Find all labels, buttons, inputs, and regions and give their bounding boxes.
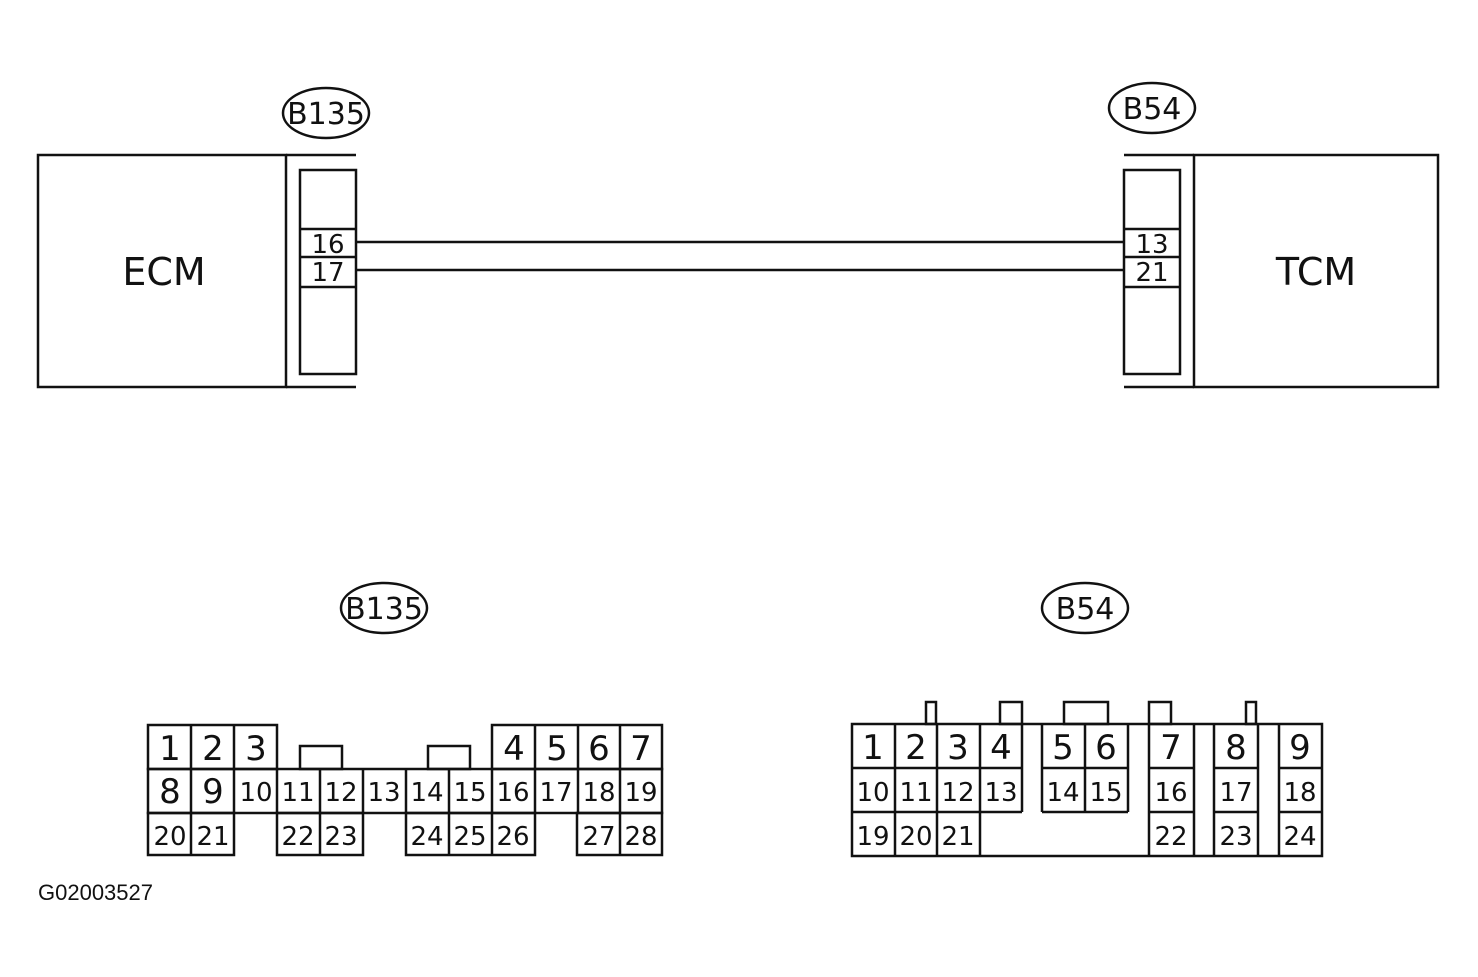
b135-pin: 6	[588, 729, 610, 769]
b135-pin: 2	[202, 729, 224, 769]
ecm-label: ECM	[122, 250, 205, 294]
b135-pin: 12	[324, 778, 357, 808]
b135-pin: 20	[153, 822, 186, 852]
b54-pin: 17	[1219, 778, 1252, 808]
b54-pin: 20	[899, 822, 932, 852]
b54-pin: 9	[1289, 728, 1311, 768]
b135-pin: 4	[503, 729, 525, 769]
connector-tag-b54-top	[1107, 81, 1197, 135]
connector-tag-b54-top-text: B54	[1123, 92, 1182, 127]
b54-pin: 21	[941, 822, 974, 852]
b135-pin: 28	[624, 822, 657, 852]
b135-pin: 23	[324, 822, 357, 852]
b54-pin: 4	[990, 728, 1012, 768]
b135-connector-face	[146, 723, 664, 857]
b135-pin: 21	[196, 822, 229, 852]
b54-pin: 15	[1089, 778, 1122, 808]
connector-tag-b135-face	[339, 581, 429, 635]
b135-pin: 11	[281, 778, 314, 808]
b135-pin: 7	[630, 729, 652, 769]
b135-pin: 1	[159, 729, 181, 769]
b135-pin: 13	[367, 778, 400, 808]
b54-pin: 14	[1046, 778, 1079, 808]
connector-tag-b135-face-text: B135	[345, 592, 423, 627]
b54-pin: 3	[947, 728, 969, 768]
b135-pin: 26	[496, 822, 529, 852]
wire-harness	[356, 240, 1124, 272]
b54-pin: 23	[1219, 822, 1252, 852]
ecm-pin-17: 17	[311, 258, 344, 288]
b135-pin: 3	[245, 729, 267, 769]
b54-pin: 6	[1095, 728, 1117, 768]
b54-pin: 12	[941, 778, 974, 808]
connector-tag-b135-top-text: B135	[287, 97, 365, 132]
b54-pin: 22	[1154, 822, 1187, 852]
b135-pin: 19	[624, 778, 657, 808]
b54-row-2: 10 11 12 13 14 15 16 17 18	[856, 778, 1316, 808]
b135-pin: 9	[202, 772, 224, 812]
tcm-module	[1122, 153, 1440, 389]
b54-connector-face	[850, 700, 1324, 858]
b135-pin: 17	[539, 778, 572, 808]
b135-pin: 25	[453, 822, 486, 852]
connector-tag-b135-top	[281, 86, 371, 140]
tcm-pin-13: 13	[1135, 230, 1168, 260]
tcm-pin-21: 21	[1135, 258, 1168, 288]
b54-pin: 24	[1283, 822, 1316, 852]
b54-pin: 11	[899, 778, 932, 808]
b54-pin: 5	[1052, 728, 1074, 768]
b135-pin: 24	[410, 822, 443, 852]
figure-code: G02003527	[38, 880, 153, 905]
b54-pin: 18	[1283, 778, 1316, 808]
ecm-pin-16: 16	[311, 230, 344, 260]
b135-pin: 15	[453, 778, 486, 808]
b135-row-2: 8 9 10 11 12 13 14 15 16 17 18 19	[159, 772, 657, 812]
connector-tag-b54-face	[1040, 581, 1130, 635]
b135-pin: 5	[546, 729, 568, 769]
b135-pin: 22	[281, 822, 314, 852]
b135-row-1: 1 2 3 4 5 6 7	[159, 729, 652, 769]
b54-pin: 2	[905, 728, 927, 768]
b54-pin: 7	[1160, 728, 1182, 768]
b54-row-3: 19 20 21 22 23 24	[856, 822, 1316, 852]
b54-row-1: 1 2 3 4 5 6 7 8 9	[862, 728, 1311, 768]
b54-pin: 13	[984, 778, 1017, 808]
connector-tag-b54-face-text: B54	[1056, 592, 1115, 627]
b135-pin: 10	[239, 778, 272, 808]
b54-pin: 1	[862, 728, 884, 768]
b54-pin: 19	[856, 822, 889, 852]
b54-pin: 8	[1225, 728, 1247, 768]
ecm-module	[36, 153, 358, 389]
b135-row-3: 20 21 22 23 24 25 26 27 28	[153, 822, 657, 852]
b135-pin: 14	[410, 778, 443, 808]
b135-pin: 18	[582, 778, 615, 808]
b135-pin: 16	[496, 778, 529, 808]
tcm-label: TCM	[1275, 250, 1356, 294]
b54-pin: 10	[856, 778, 889, 808]
b135-pin: 8	[159, 772, 181, 812]
b54-pin: 16	[1154, 778, 1187, 808]
b135-pin: 27	[582, 822, 615, 852]
